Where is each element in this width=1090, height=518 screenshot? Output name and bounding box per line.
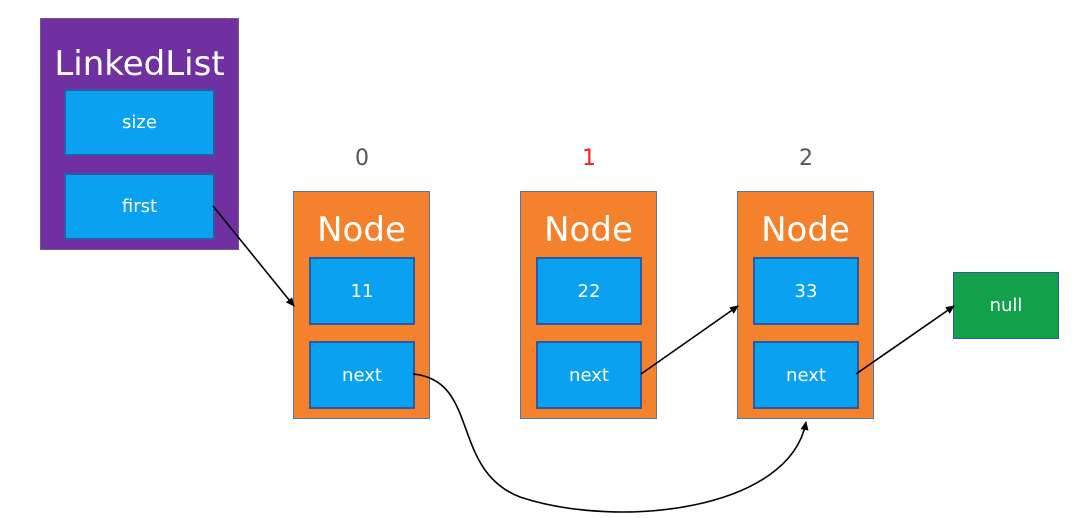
node-1-value: 22	[536, 257, 642, 325]
node-index-1: 1	[582, 146, 596, 171]
linkedlist-size-field: size	[64, 89, 215, 156]
node-index-0: 0	[355, 146, 369, 171]
linkedlist-container: LinkedList size first	[40, 18, 239, 250]
node-2-value: 33	[753, 257, 859, 325]
arrow-first-to-node-0	[212, 205, 295, 307]
node-1: Node 22 next	[520, 191, 657, 419]
node-1-title: Node	[544, 210, 633, 250]
linkedlist-first-field: first	[64, 173, 215, 240]
node-2: Node 33 next	[737, 191, 874, 419]
node-index-2: 2	[799, 146, 813, 171]
node-0: Node 11 next	[293, 191, 430, 419]
node-2-next: next	[753, 341, 859, 409]
linkedlist-title: LinkedList	[54, 44, 225, 84]
node-0-value: 11	[309, 257, 415, 325]
arrow-node-1-next-to-node-2	[640, 305, 739, 375]
node-1-next: next	[536, 341, 642, 409]
null-terminal-box: null	[953, 272, 1059, 339]
node-2-title: Node	[761, 210, 850, 250]
arrow-node-0-next-to-node-2	[412, 373, 809, 513]
node-0-title: Node	[317, 210, 406, 250]
arrow-node-2-next-to-null	[855, 305, 955, 375]
node-0-next: next	[309, 341, 415, 409]
